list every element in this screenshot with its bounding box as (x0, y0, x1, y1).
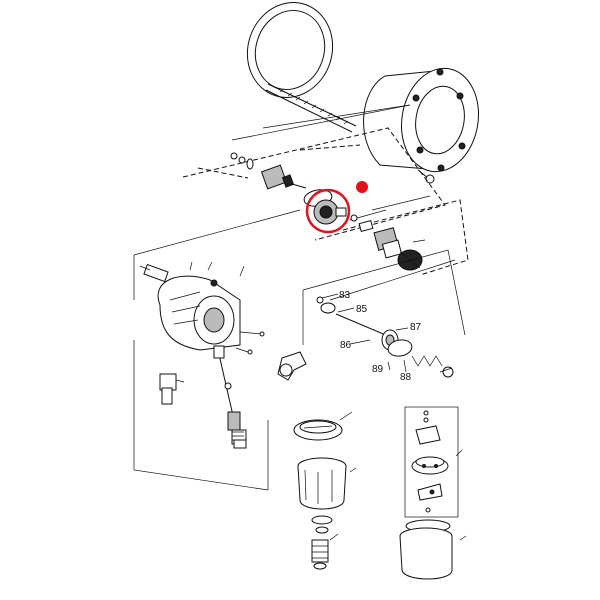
callout-89: 89 (372, 364, 384, 375)
regulator-group-outline (302, 249, 466, 345)
elbow-fitting-left (159, 373, 185, 405)
callout-85: 85 (356, 304, 368, 315)
valve-spring-parts (230, 152, 307, 190)
callout-leaders (321, 293, 409, 373)
valve-group-outline (182, 104, 446, 241)
filter-jar-outline (404, 406, 459, 518)
callout-86: 86 (340, 340, 352, 351)
callout-87: 87 (410, 322, 422, 333)
brake-drum (363, 67, 479, 173)
stem-valve-assembly (213, 345, 247, 449)
sediment-bowl-assembly (293, 411, 357, 570)
rim-ring (246, 2, 334, 98)
callout-83: 83 (339, 290, 351, 301)
filter-jar-parts (399, 410, 467, 580)
inlet-fitting (139, 263, 169, 283)
elbow-fitting-right (277, 351, 307, 381)
shaft-rod (265, 83, 357, 133)
callout-88: 88 (400, 372, 412, 383)
highlighted-valve-body[interactable] (313, 199, 347, 225)
regulator-parts (316, 296, 454, 378)
pump-housing (157, 261, 245, 351)
cap-nut-parts (342, 195, 469, 276)
housing-group-outline (133, 209, 301, 491)
part-highlight-circle[interactable] (305, 188, 351, 234)
small-fasteners (235, 331, 265, 355)
selection-dot[interactable] (356, 181, 368, 193)
drum-bolt (417, 169, 435, 184)
